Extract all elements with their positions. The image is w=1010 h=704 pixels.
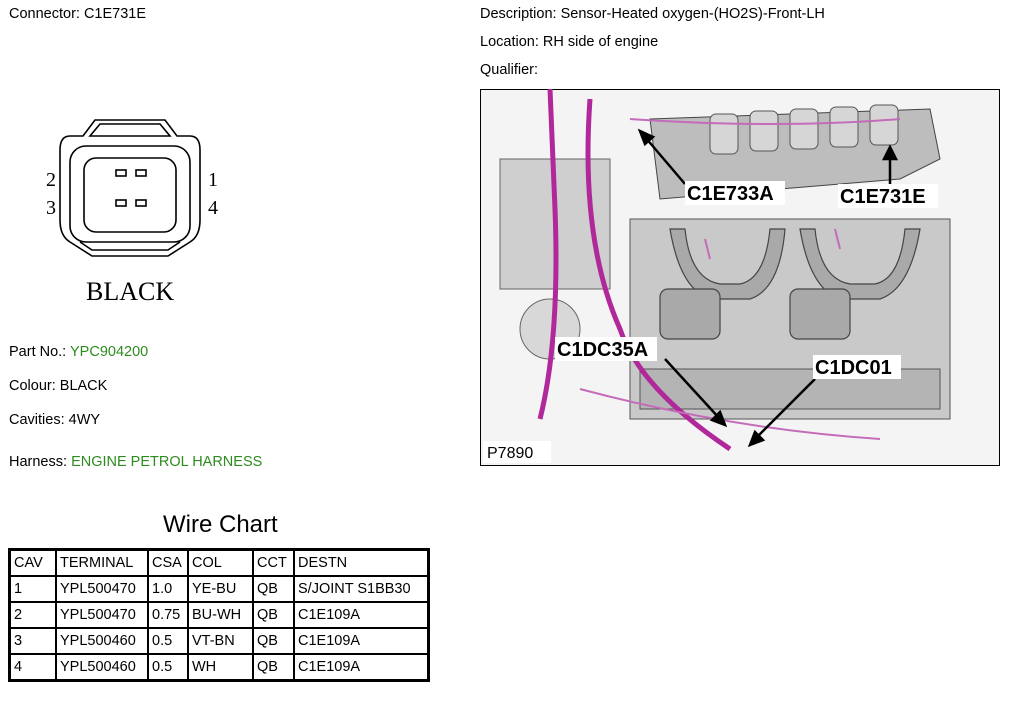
- callout-label: C1E733A: [687, 183, 774, 205]
- column-header: CAV: [8, 548, 57, 577]
- table-row: 1 YPL500470 1.0 YE-BU QB S/JOINT S1BB30: [8, 575, 430, 603]
- pin-label: 3: [46, 197, 56, 219]
- harness: Harness: ENGINE PETROL HARNESS: [9, 454, 262, 470]
- qualifier: Qualifier:: [480, 62, 539, 78]
- cavities: Cavities: 4WY: [9, 412, 101, 428]
- column-header: CCT: [252, 548, 295, 577]
- part-number: Part No.: YPC904200: [9, 344, 148, 360]
- location: Location: RH side of engine: [480, 34, 659, 50]
- wire-chart-table: CAV TERMINAL CSA COL CCT DESTN 1 YPL5004…: [8, 548, 430, 682]
- pin-label: 2: [46, 169, 56, 191]
- table-cell: YPL500470: [55, 575, 149, 603]
- callout-label: C1DC01: [815, 357, 892, 379]
- table-cell: BU-WH: [187, 601, 254, 629]
- table-cell: C1E109A: [293, 653, 430, 682]
- harness-link[interactable]: ENGINE PETROL HARNESS: [71, 454, 263, 470]
- pin-label: 1: [208, 169, 218, 191]
- column-header: DESTN: [293, 548, 430, 577]
- figure-id: P7890: [487, 445, 533, 462]
- engine-location-illustration: C1E733A C1E731E C1DC35A C1DC01 P7890: [480, 89, 1000, 466]
- part-number-label: Part No.:: [9, 344, 67, 360]
- table-row: 2 YPL500470 0.75 BU-WH QB C1E109A: [8, 601, 430, 629]
- table-header-row: CAV TERMINAL CSA COL CCT DESTN: [8, 548, 430, 577]
- callout-label: C1DC35A: [557, 339, 648, 361]
- table-cell: 1.0: [147, 575, 189, 603]
- table-cell: 0.5: [147, 627, 189, 655]
- column-header: COL: [187, 548, 254, 577]
- table-cell: QB: [252, 653, 295, 682]
- connector-colour-label: BLACK: [86, 277, 174, 306]
- column-header: CSA: [147, 548, 189, 577]
- table-cell: YPL500460: [55, 627, 149, 655]
- table-row: 3 YPL500460 0.5 VT-BN QB C1E109A: [8, 627, 430, 655]
- table-cell: 4: [8, 653, 57, 682]
- part-number-link[interactable]: YPC904200: [70, 344, 149, 360]
- harness-label: Harness:: [9, 454, 68, 470]
- table-cell: YPL500460: [55, 653, 149, 682]
- table-cell: QB: [252, 575, 295, 603]
- table-cell: QB: [252, 627, 295, 655]
- table-cell: WH: [187, 653, 254, 682]
- table-cell: 1: [8, 575, 57, 603]
- description: Description: Sensor-Heated oxygen-(HO2S)…: [480, 6, 825, 22]
- table-cell: YE-BU: [187, 575, 254, 603]
- table-cell: QB: [252, 601, 295, 629]
- table-cell: 2: [8, 601, 57, 629]
- connector-face-diagram: 2 3 1 4 BLACK: [46, 119, 218, 306]
- callout-label: C1E731E: [840, 186, 926, 208]
- table-row: 4 YPL500460 0.5 WH QB C1E109A: [8, 653, 430, 682]
- wire-chart-title: Wire Chart: [163, 511, 278, 538]
- table-cell: S/JOINT S1BB30: [293, 575, 430, 603]
- table-cell: YPL500470: [55, 601, 149, 629]
- table-cell: 0.5: [147, 653, 189, 682]
- table-cell: VT-BN: [187, 627, 254, 655]
- table-cell: 3: [8, 627, 57, 655]
- colour: Colour: BLACK: [9, 378, 108, 394]
- table-cell: C1E109A: [293, 601, 430, 629]
- table-cell: 0.75: [147, 601, 189, 629]
- pin-label: 4: [208, 197, 218, 219]
- table-cell: C1E109A: [293, 627, 430, 655]
- column-header: TERMINAL: [55, 548, 149, 577]
- connector-id: Connector: C1E731E: [9, 6, 147, 22]
